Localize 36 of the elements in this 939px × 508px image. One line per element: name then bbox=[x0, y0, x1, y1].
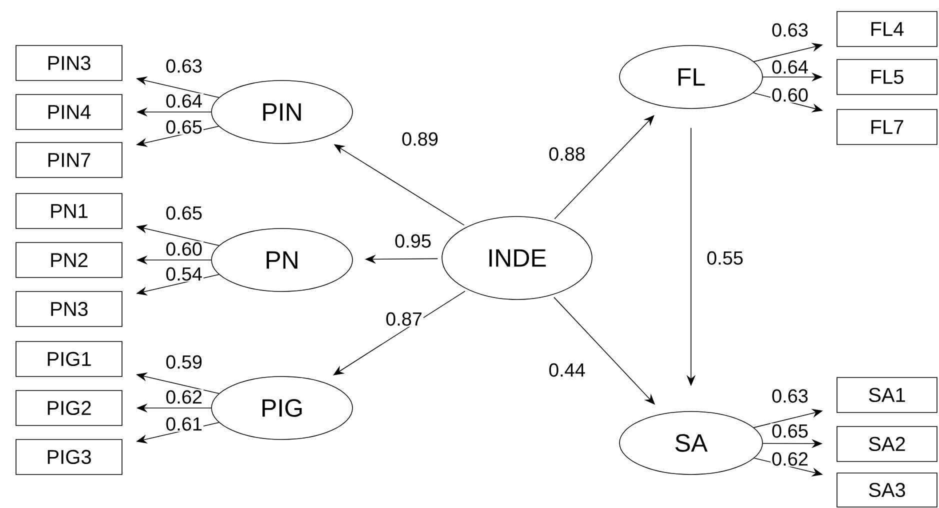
edge-label: 0.60 bbox=[770, 87, 810, 103]
indicator-box: PIG3 bbox=[16, 439, 122, 475]
indicator-box: FL5 bbox=[836, 59, 938, 95]
indicator-box: PN3 bbox=[16, 291, 122, 327]
edge-label: 0.89 bbox=[400, 131, 440, 147]
edge-label: 0.62 bbox=[770, 451, 810, 467]
indicator-box: SA1 bbox=[836, 377, 938, 413]
edge-label: 0.59 bbox=[164, 354, 204, 370]
edge-label: 0.63 bbox=[770, 22, 810, 38]
edge-label: 0.61 bbox=[164, 416, 204, 432]
indicator-box: PIN4 bbox=[16, 94, 122, 130]
edge-label: 0.62 bbox=[164, 389, 204, 405]
indicator-box: PN1 bbox=[16, 193, 122, 229]
edge-label: 0.88 bbox=[548, 146, 586, 162]
edge-label: 0.55 bbox=[706, 250, 744, 266]
edge-label: 0.64 bbox=[164, 93, 204, 109]
indicator-box: FL7 bbox=[836, 109, 938, 145]
edge-label: 0.95 bbox=[394, 233, 432, 249]
edge-label: 0.54 bbox=[164, 266, 204, 282]
edge-label: 0.60 bbox=[164, 241, 204, 257]
edge-label: 0.87 bbox=[384, 311, 424, 327]
edge-label: 0.63 bbox=[770, 388, 810, 404]
edge-label: 0.65 bbox=[164, 205, 204, 221]
edge-label: 0.65 bbox=[164, 119, 204, 135]
edge-label: 0.44 bbox=[548, 362, 586, 378]
edge-label: 0.64 bbox=[770, 59, 810, 75]
indicator-box: PIG1 bbox=[16, 341, 122, 377]
indicator-box: PIN3 bbox=[16, 45, 122, 81]
indicator-box: SA2 bbox=[836, 426, 938, 462]
indicator-box: PIN7 bbox=[16, 142, 122, 178]
edge-label: 0.63 bbox=[164, 58, 204, 74]
indicator-box: PN2 bbox=[16, 242, 122, 278]
indicator-box: PIG2 bbox=[16, 390, 122, 426]
indicator-box: SA3 bbox=[836, 472, 938, 508]
indicator-box: FL4 bbox=[836, 11, 938, 47]
edge-label: 0.65 bbox=[770, 423, 810, 439]
